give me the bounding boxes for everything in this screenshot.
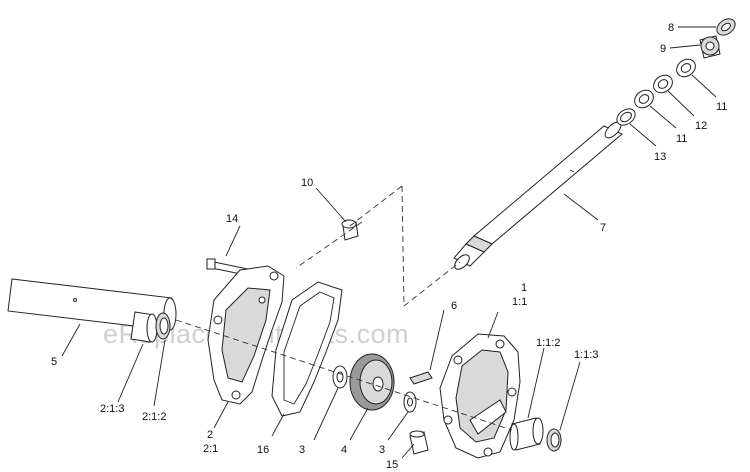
callout-1: 1 <box>521 282 527 294</box>
part-2-1-3-bushing[interactable] <box>130 311 158 343</box>
callout-2-1-2: 2:1:2 <box>142 411 166 423</box>
part-1-housing-right[interactable] <box>439 333 521 459</box>
callout-11-upper: 11 <box>716 101 727 113</box>
part-3-washer-left[interactable] <box>332 365 348 389</box>
callout-labels: 8 9 11 12 11 13 7 10 14 1 1:1 6 5 1:1:2 … <box>51 22 727 471</box>
callout-13: 13 <box>654 151 666 163</box>
part-2-housing-left[interactable] <box>207 265 285 405</box>
part-6-key[interactable] <box>409 371 433 385</box>
callout-9: 9 <box>660 43 666 55</box>
callout-5: 5 <box>51 356 57 368</box>
part-4-gear[interactable] <box>349 353 395 411</box>
callout-6: 6 <box>451 300 457 312</box>
part-9-bushing[interactable] <box>699 35 721 59</box>
assembly-centerlines <box>175 185 513 431</box>
callout-10: 10 <box>301 177 313 189</box>
part-1-1-3-seal[interactable] <box>546 428 562 452</box>
part-16-gasket[interactable] <box>271 281 343 417</box>
callout-7: 7 <box>600 222 606 234</box>
part-12-washer[interactable] <box>650 72 676 97</box>
part-1-1-2-bushing[interactable] <box>509 417 544 451</box>
part-3-washer-right[interactable] <box>403 391 417 413</box>
callout-2-1-3: 2:1:3 <box>100 403 124 415</box>
callout-4: 4 <box>341 444 347 456</box>
callout-3-right: 3 <box>379 444 385 456</box>
callout-1-1: 1:1 <box>512 296 527 308</box>
callout-16: 16 <box>257 444 269 456</box>
part-11-washer-upper[interactable] <box>673 56 699 81</box>
part-13-ring[interactable] <box>614 106 638 129</box>
callout-2-1: 2:1 <box>203 443 218 455</box>
callout-2: 2 <box>207 429 213 441</box>
callout-1-1-2: 1:1:2 <box>536 337 560 349</box>
callout-11-lower: 11 <box>676 133 687 145</box>
callout-8: 8 <box>668 22 674 34</box>
part-11-washer-lower[interactable] <box>631 87 657 112</box>
part-7-shaft[interactable] <box>452 119 624 272</box>
leader-lines <box>61 26 717 459</box>
part-2-1-2-seal[interactable] <box>155 312 171 340</box>
callout-12: 12 <box>695 120 707 132</box>
callout-14: 14 <box>226 213 238 225</box>
part-15-pin[interactable] <box>409 430 429 455</box>
callout-3-left: 3 <box>299 444 305 456</box>
callout-1-1-3: 1:1:3 <box>574 349 598 361</box>
callout-15: 15 <box>386 459 398 471</box>
part-8-seal[interactable] <box>714 16 738 39</box>
